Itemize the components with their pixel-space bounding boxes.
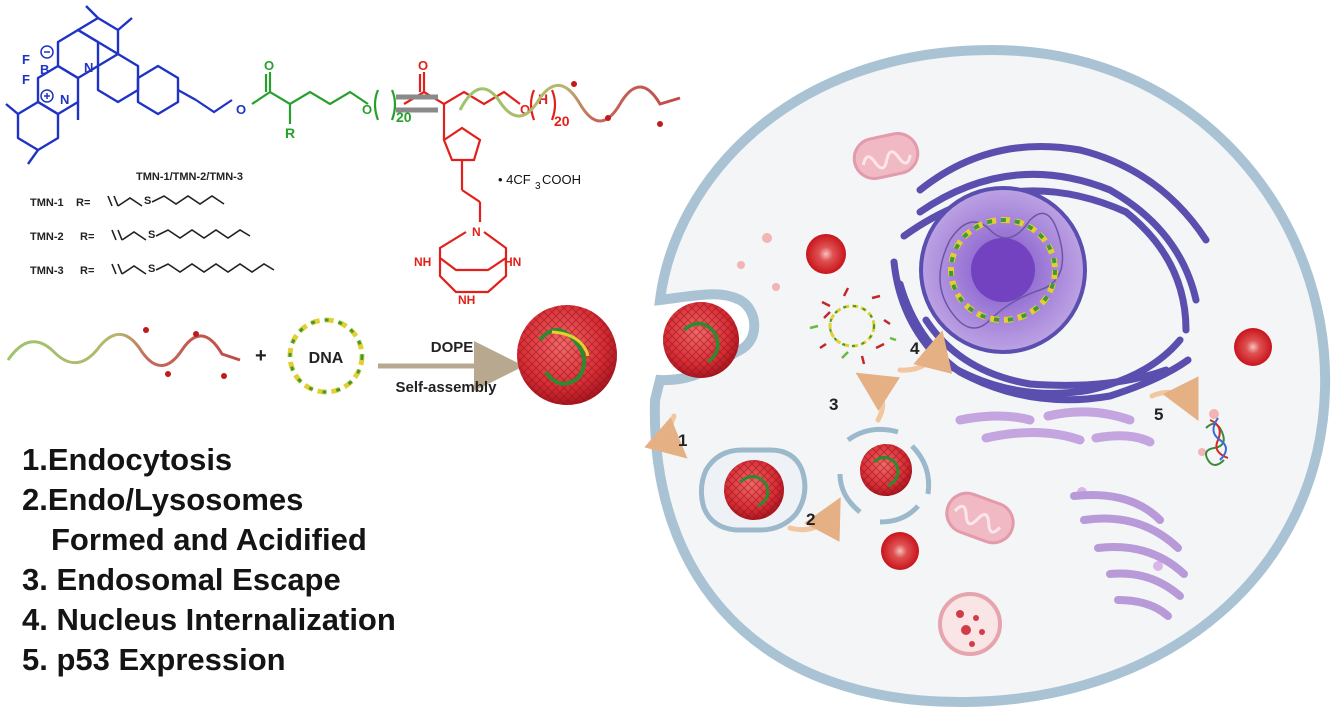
tmn-2-r-label: R=	[80, 231, 94, 243]
tmn-family-label: TMN-1/TMN-2/TMN-3	[136, 171, 243, 183]
tmn-1-sulfur: S	[144, 195, 151, 207]
svg-text:O: O	[362, 102, 372, 117]
internalizing-nanoparticle	[663, 302, 739, 378]
pathway-numbers: 1 2 3 4 5	[678, 339, 1163, 529]
svg-text:O: O	[236, 102, 246, 117]
red-repeat-unit: O O	[403, 58, 557, 222]
repeat-count-red: 20	[554, 113, 570, 129]
tfa-salt: • 4CF 3 COOH	[498, 172, 581, 192]
step-endosomal-escape: 3. Endosomal Escape	[22, 562, 341, 597]
tfa-label: • 4CF	[498, 172, 531, 187]
arrow-step-3	[855, 372, 901, 423]
tmn-sulfur-labels: S S S	[144, 195, 155, 275]
released-dna	[809, 287, 897, 365]
tmn-side-chains	[107, 195, 275, 275]
process-step-list: 1.Endocytosis 2.Endo/Lysosomes Formed an…	[22, 440, 396, 680]
step-number-2: 2	[806, 510, 815, 529]
fluorine-label-1: F	[22, 52, 30, 67]
tmn-2-label: TMN-2	[30, 231, 64, 243]
svg-text:O: O	[520, 102, 530, 117]
step-endo-lysosomes-continued: Formed and Acidified	[51, 522, 367, 557]
equals-sign	[396, 94, 438, 113]
nucleus	[919, 186, 1087, 354]
red-vesicles	[737, 233, 1272, 571]
boron-label: B	[40, 62, 49, 77]
rough-er-fragments	[955, 407, 1155, 447]
hydrogen-terminus-label: H	[538, 91, 548, 107]
lysosome	[938, 592, 1002, 656]
tmn-3-label: TMN-3	[30, 265, 64, 277]
nitrogen-label-top: N	[84, 60, 93, 75]
plasmid-dna-icon: DNA	[287, 317, 365, 395]
polymer-symbol-assembly	[6, 327, 241, 379]
tmn-1-r-label: R=	[76, 197, 90, 209]
mitochondrion-bottom	[945, 491, 1015, 545]
dope-label: DOPE	[431, 339, 474, 356]
tmn-3-sulfur: S	[148, 263, 155, 275]
arrow-step-1	[644, 413, 688, 459]
cyclen-macrocycle	[438, 231, 508, 294]
nitrogen-label-bottom: N	[60, 92, 69, 107]
ester-linker: O	[195, 99, 246, 117]
tmn-2-sulfur: S	[148, 229, 155, 241]
step-number-5: 5	[1154, 405, 1163, 424]
endosome	[698, 447, 808, 533]
repeat-count-green: 20	[396, 109, 412, 125]
step-endo-lysosomes: 2.Endo/Lysosomes	[22, 482, 304, 517]
dna-label: DNA	[309, 350, 344, 367]
step-number-3: 3	[829, 395, 838, 414]
cyclen-nh-bottom-label: NH	[458, 293, 475, 307]
nanoparticle-large	[517, 305, 617, 405]
polymer-symbol-top	[458, 81, 681, 127]
cyclen-hn-right-label: HN	[504, 255, 521, 269]
r-group-label: R	[285, 125, 295, 141]
tfa-tail: COOH	[542, 172, 581, 187]
plus-sign: +	[255, 345, 267, 367]
tfa-subscript: 3	[535, 181, 541, 192]
arrow-step-5	[1149, 376, 1199, 421]
tmn-3-r-label: R=	[80, 265, 94, 277]
arrow-step-4	[897, 330, 953, 374]
ruptured-endosome	[837, 426, 932, 525]
green-repeat-unit: O R O	[251, 58, 397, 141]
step-number-1: 1	[678, 431, 687, 450]
svg-text:O: O	[264, 58, 274, 73]
mitochondrion-top	[852, 132, 920, 180]
golgi-apparatus	[1070, 491, 1188, 620]
step-p53-expression: 5. p53 Expression	[22, 642, 286, 677]
self-assembly-label: Self-assembly	[396, 379, 498, 396]
arrow-step-2	[787, 497, 841, 542]
cyclen-nitrogen-label: N	[472, 225, 481, 239]
pathway-arrows	[644, 330, 1199, 542]
tmn-1-label: TMN-1	[30, 197, 64, 209]
nuclear-plasmid	[948, 217, 1058, 323]
cyclen-nh-left-label: NH	[414, 255, 431, 269]
step-number-4: 4	[910, 339, 920, 358]
bodipy-labels: F F B N N	[22, 45, 93, 107]
bodipy-core	[5, 5, 197, 165]
svg-text:O: O	[418, 58, 428, 73]
p53-protein	[1205, 417, 1229, 466]
fluorine-label-2: F	[22, 72, 30, 87]
step-nucleus-internalization: 4. Nucleus Internalization	[22, 602, 396, 637]
tmn-variant-list: TMN-1 R= TMN-2 R= TMN-3 R=	[30, 197, 94, 277]
step-endocytosis: 1.Endocytosis	[22, 442, 233, 477]
